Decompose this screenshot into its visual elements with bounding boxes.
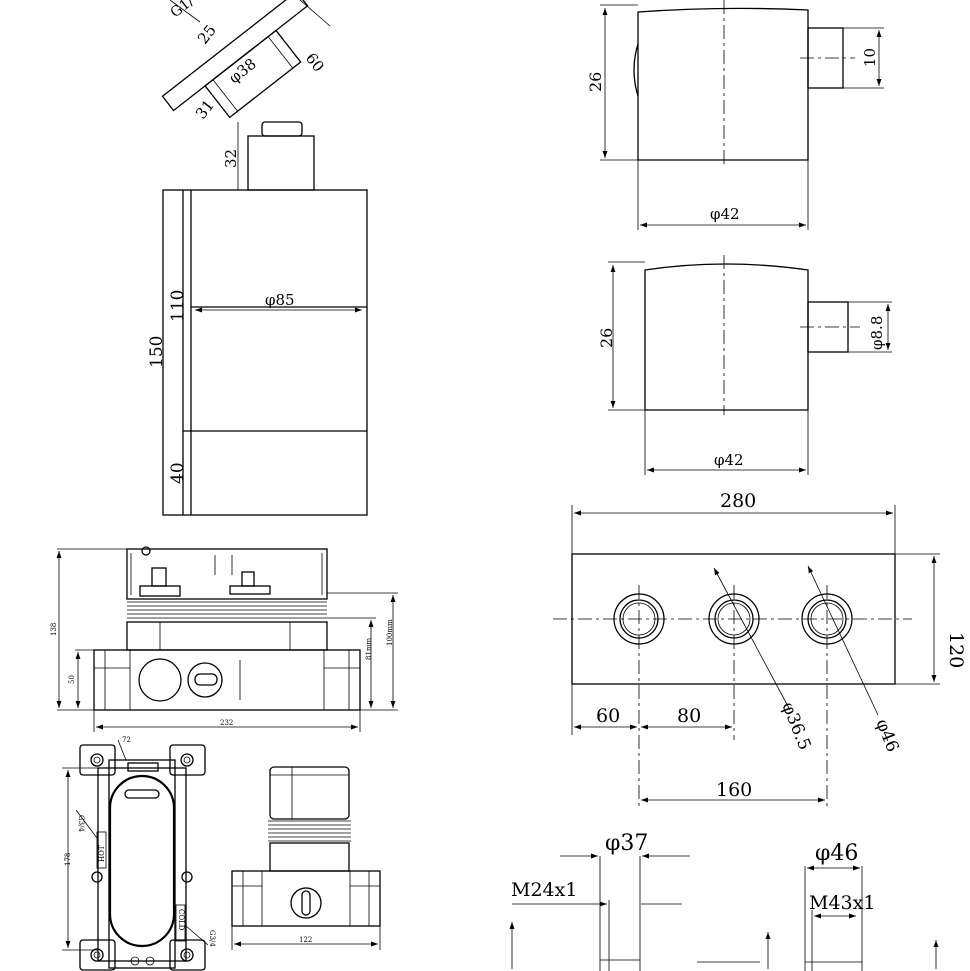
label-60: 60	[302, 49, 328, 75]
knob-bottom-pin: φ8.8	[868, 316, 886, 350]
thread-37: φ37	[605, 831, 648, 856]
mounting-box-front: HOT COLD 72 178 G3/4 G3/4	[62, 736, 216, 971]
valve-81: 81mm	[365, 637, 373, 660]
plate-60: 60	[596, 705, 620, 727]
cover-plate-view: 280 120 60 80 160 φ36.5 φ46	[553, 490, 967, 808]
corner-lug-tl	[79, 744, 116, 776]
valve-front-view: 122	[231, 766, 381, 950]
valve-thread	[127, 601, 327, 623]
box-178: 178	[64, 853, 72, 866]
knob-bottom-h: 26	[597, 328, 616, 348]
knob-top-dia: φ42	[710, 205, 740, 223]
label-25: 25	[194, 21, 220, 47]
label-g: G1/	[168, 0, 198, 21]
body-cylinder	[162, 189, 368, 516]
label-150: 150	[147, 336, 167, 368]
hot-label: HOT	[98, 845, 106, 862]
plate-w: 280	[720, 490, 756, 512]
valve-side-view: 138 50 81mm 100mm 232	[50, 546, 398, 732]
plate-80: 80	[677, 705, 701, 727]
plate-h: 120	[945, 632, 967, 668]
knob-top-pin: 10	[861, 48, 879, 67]
label-31: 31	[192, 96, 218, 122]
cold-tag: COLD	[175, 904, 186, 942]
inlet-port	[187, 662, 223, 698]
plate-hole2: φ46	[871, 716, 902, 755]
corner-lug-bl	[79, 939, 116, 971]
valve-front-base	[231, 870, 381, 927]
knob-top-view: 26 10 φ42	[586, 0, 884, 230]
knob-bottom-dia: φ42	[714, 451, 744, 469]
hot-tag: HOT	[96, 831, 107, 869]
cold-label: COLD	[177, 909, 185, 931]
valve-front-cap	[269, 766, 350, 820]
valve-100: 100mm	[386, 619, 394, 646]
valve-stem-right	[229, 571, 271, 595]
valve-232: 232	[220, 719, 233, 727]
label-40: 40	[168, 462, 188, 484]
label-38: φ38	[225, 55, 259, 87]
valve-front-thread	[268, 820, 351, 842]
outlet-port	[138, 658, 182, 702]
valve-122: 122	[299, 936, 312, 944]
label-110: 110	[168, 290, 188, 322]
valve-138: 138	[50, 623, 58, 636]
valve-base	[93, 649, 361, 711]
plate-160: 160	[716, 779, 752, 801]
oval-window	[108, 774, 176, 948]
label-85: φ85	[265, 291, 295, 309]
corner-lug-br	[169, 939, 206, 971]
valve-cap	[126, 548, 328, 600]
shower-head-tilted	[161, 0, 309, 119]
knob-bottom-view: 26 φ8.8 φ42	[597, 255, 892, 475]
label-32: 32	[222, 149, 240, 168]
box-72: 72	[122, 736, 131, 744]
corner-lug-tr	[169, 744, 206, 776]
thread-m43: M43x1	[809, 892, 875, 914]
thread-m24: M24x1	[511, 879, 577, 901]
plate-hole1: φ36.5	[777, 699, 814, 753]
valve-50: 50	[68, 675, 76, 684]
head-and-body-view: G1/ 25 φ38 60 31 32 150 110 φ85 40	[147, 0, 368, 516]
valve-stem-left	[139, 567, 181, 597]
box-g2: G3/4	[208, 930, 216, 947]
thread-46: φ46	[815, 841, 858, 866]
thread-details: φ37 M24x1 φ46 M43x1	[509, 831, 939, 971]
box-g1: G3/4	[77, 815, 85, 832]
knob-top-h: 26	[586, 72, 605, 92]
